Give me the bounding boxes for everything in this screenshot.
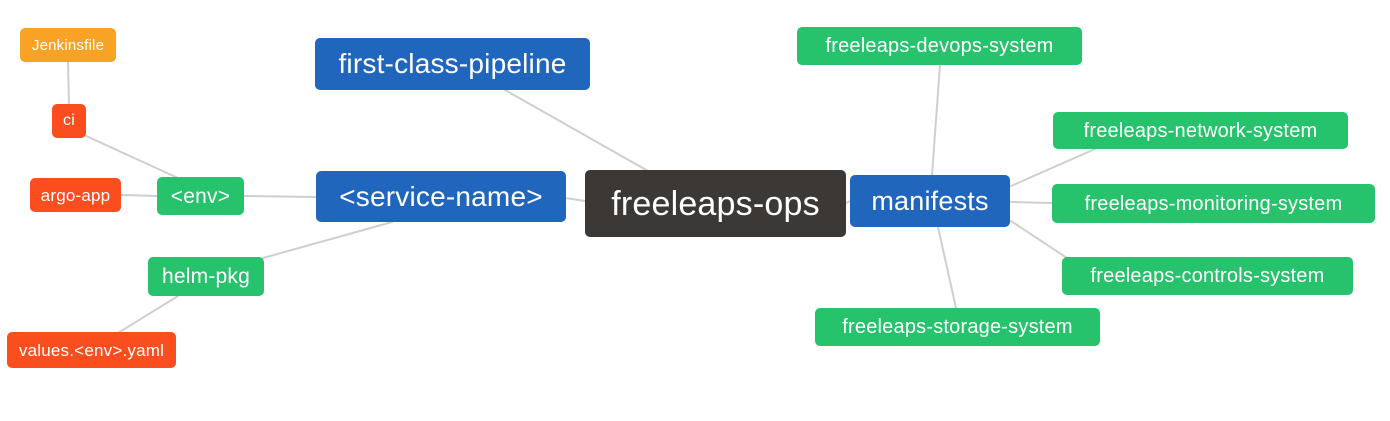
edge-argo-app-to-env xyxy=(120,194,158,197)
mindmap-node-service-name[interactable]: <service-name> xyxy=(316,171,566,222)
edge-jenkinsfile-to-ci xyxy=(67,61,70,105)
edge-service-name-to-freeleaps-ops xyxy=(565,197,586,202)
edge-manifests-to-freeleaps-storage-system xyxy=(937,226,957,309)
mindmap-node-manifests[interactable]: manifests xyxy=(850,175,1010,227)
edge-service-name-to-helm-pkg xyxy=(262,221,393,259)
mindmap-node-argo-app[interactable]: argo-app xyxy=(30,178,121,212)
edge-manifests-to-freeleaps-network-system xyxy=(1010,148,1096,187)
edge-helm-pkg-to-values-env-yaml xyxy=(117,295,179,334)
edge-manifests-to-freeleaps-monitoring-system xyxy=(1010,201,1053,204)
mindmap-node-jenkinsfile[interactable]: Jenkinsfile xyxy=(20,28,116,62)
mindmap-node-freeleaps-network-system[interactable]: freeleaps-network-system xyxy=(1053,112,1348,149)
edge-manifests-to-freeleaps-controls-system xyxy=(1010,220,1071,261)
edge-freeleaps-ops-to-manifests xyxy=(845,200,851,204)
edge-ci-to-env xyxy=(83,134,179,179)
mindmap-node-freeleaps-ops[interactable]: freeleaps-ops xyxy=(585,170,846,237)
mindmap-node-helm-pkg[interactable]: helm-pkg xyxy=(148,257,264,296)
mindmap-node-freeleaps-monitoring-system[interactable]: freeleaps-monitoring-system xyxy=(1052,184,1375,223)
mindmap-node-env[interactable]: <env> xyxy=(157,177,244,215)
edge-first-class-pipeline-to-freeleaps-ops xyxy=(504,89,649,172)
edge-manifests-to-freeleaps-devops-system xyxy=(931,64,941,176)
mindmap-node-first-class-pipeline[interactable]: first-class-pipeline xyxy=(315,38,590,90)
mindmap-node-freeleaps-devops-system[interactable]: freeleaps-devops-system xyxy=(797,27,1082,65)
mindmap-node-freeleaps-controls-system[interactable]: freeleaps-controls-system xyxy=(1062,257,1353,295)
edge-env-to-service-name xyxy=(243,195,317,198)
mindmap-node-ci[interactable]: ci xyxy=(52,104,86,138)
mindmap-node-values-env-yaml[interactable]: values.<env>.yaml xyxy=(7,332,176,368)
mindmap-node-freeleaps-storage-system[interactable]: freeleaps-storage-system xyxy=(815,308,1100,346)
